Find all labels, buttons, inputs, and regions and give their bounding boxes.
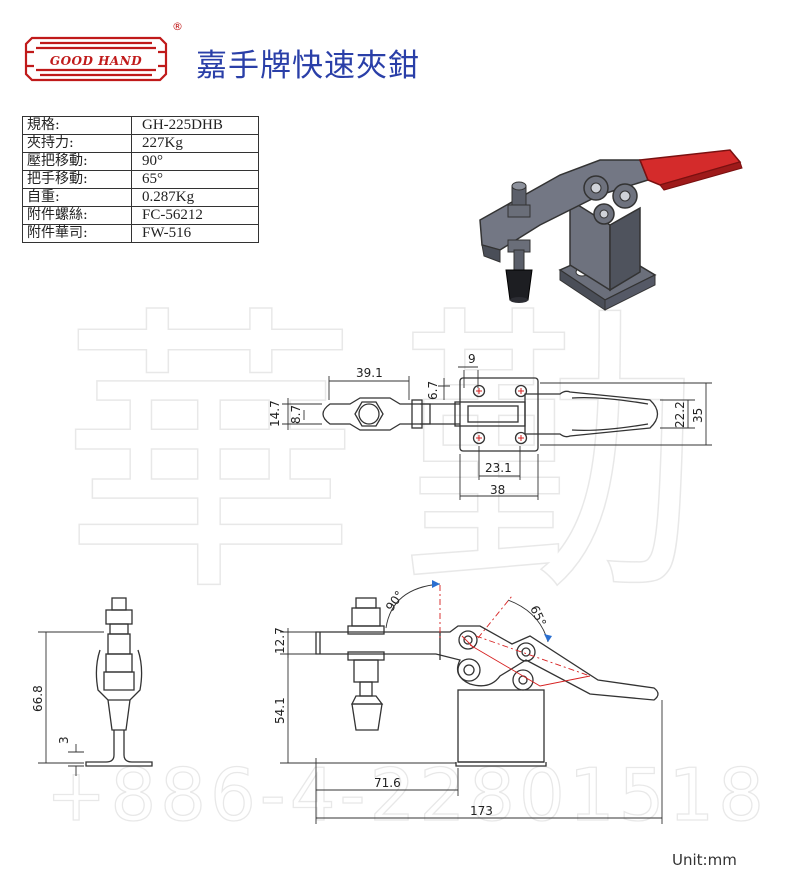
logo-text: GOOD HAND [49,54,143,68]
front-view-construction [439,585,591,687]
page-title: 嘉手牌快速夾鉗 [196,48,420,84]
dim-66-8: 66.8 [31,685,45,712]
spec-value: FW-516 [131,224,259,243]
watermark-phone: +886-4-22801518 [46,753,768,837]
watermark: 華勤 +886-4-22801518 [45,281,768,837]
unit-label: Unit:mm [672,851,737,869]
dim-14-7: 14.7 [268,400,282,427]
side-view-dim-labels: 66.8 3 [31,685,71,744]
dim-54-1: 54.1 [273,697,287,724]
spec-row: 規格:GH-225DHB [22,116,259,135]
front-view-dims [280,628,663,824]
dim-173: 173 [470,804,493,818]
registered-mark: ® [172,20,183,33]
top-view [322,377,659,452]
spec-row: 附件華司:FW-516 [22,224,259,243]
spec-value: GH-225DHB [131,116,259,135]
spec-row: 壓把移動:90° [22,152,259,171]
dim-39-1: 39.1 [356,366,383,380]
front-view [315,597,659,767]
dim-8-7: 8.7 [289,405,303,424]
clamp-product-image [479,149,743,311]
good-hand-logo [24,36,168,82]
top-view-dims [282,366,712,500]
dim-22-2: 22.2 [673,401,687,428]
dim-3: 3 [57,736,71,744]
spec-value: 90° [131,152,259,171]
top-view-hole-marks [476,388,524,441]
dim-38: 38 [490,483,505,497]
dim-12-7: 12.7 [273,627,287,654]
side-view [85,597,153,767]
angle-arrows [432,580,552,642]
spec-label: 附件華司: [22,224,132,243]
dim-23-1: 23.1 [485,461,512,475]
dim-6-7: 6.7 [426,381,440,400]
dim-35: 35 [691,408,705,423]
top-view-dim-labels: 39.1 9 6.7 14.7 8.7 22.2 35 23.1 38 [268,352,705,497]
dim-9: 9 [468,352,476,366]
spec-label: 把手移動: [22,170,132,189]
watermark-chars: 華勤 [60,282,740,631]
side-view-dims [38,631,104,776]
dim-71-6: 71.6 [374,776,401,790]
spec-row: 附件螺絲:FC-56212 [22,206,259,225]
